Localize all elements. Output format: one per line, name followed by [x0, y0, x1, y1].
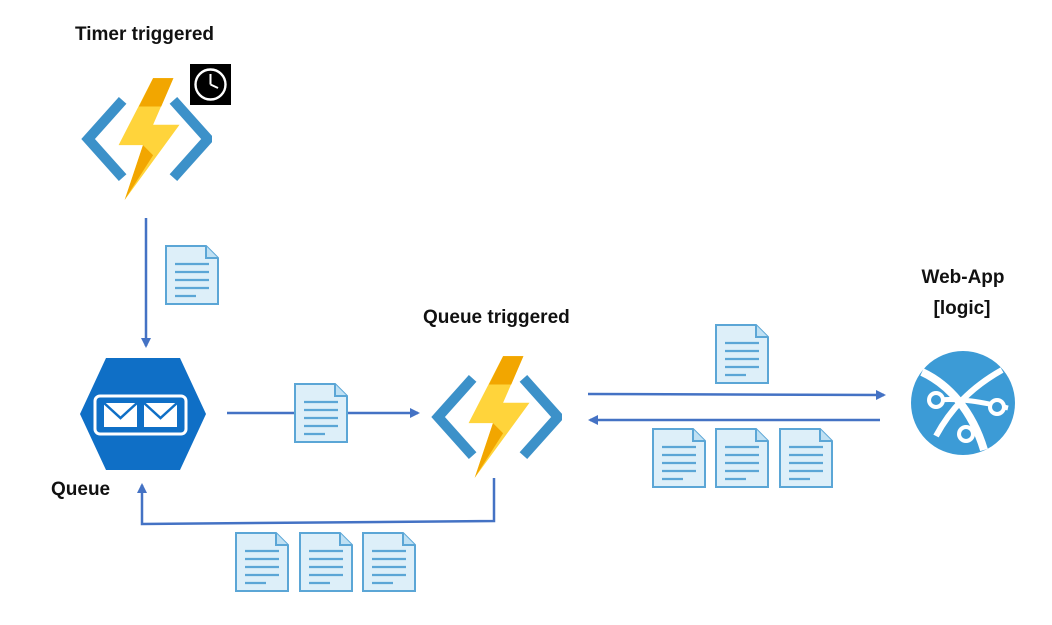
- timer-triggered-label: Timer triggered: [75, 24, 215, 45]
- web-app-icon: [911, 351, 1015, 455]
- timer-function-icon: [88, 78, 208, 200]
- document-icon: [234, 531, 290, 593]
- queue-function-icon: [438, 356, 558, 478]
- document-icon: [361, 531, 417, 593]
- document-icon: [778, 427, 834, 489]
- storage-queue-icon: [80, 358, 206, 470]
- queue-label: Queue: [51, 479, 111, 500]
- webapp-sublabel: [logic]: [933, 298, 991, 319]
- document-icon: [714, 323, 770, 385]
- document-icon: [164, 244, 220, 306]
- document-icon: [298, 531, 354, 593]
- arrow-function-to-webapp: [587, 389, 886, 400]
- arrow-function-back-to-queue: [137, 478, 496, 526]
- document-icon: [293, 382, 349, 444]
- document-icon: [651, 427, 707, 489]
- document-icon: [714, 427, 770, 489]
- clock-icon: [190, 64, 231, 105]
- webapp-label: Web-App: [921, 267, 1005, 288]
- queue-triggered-label: Queue triggered: [423, 307, 570, 328]
